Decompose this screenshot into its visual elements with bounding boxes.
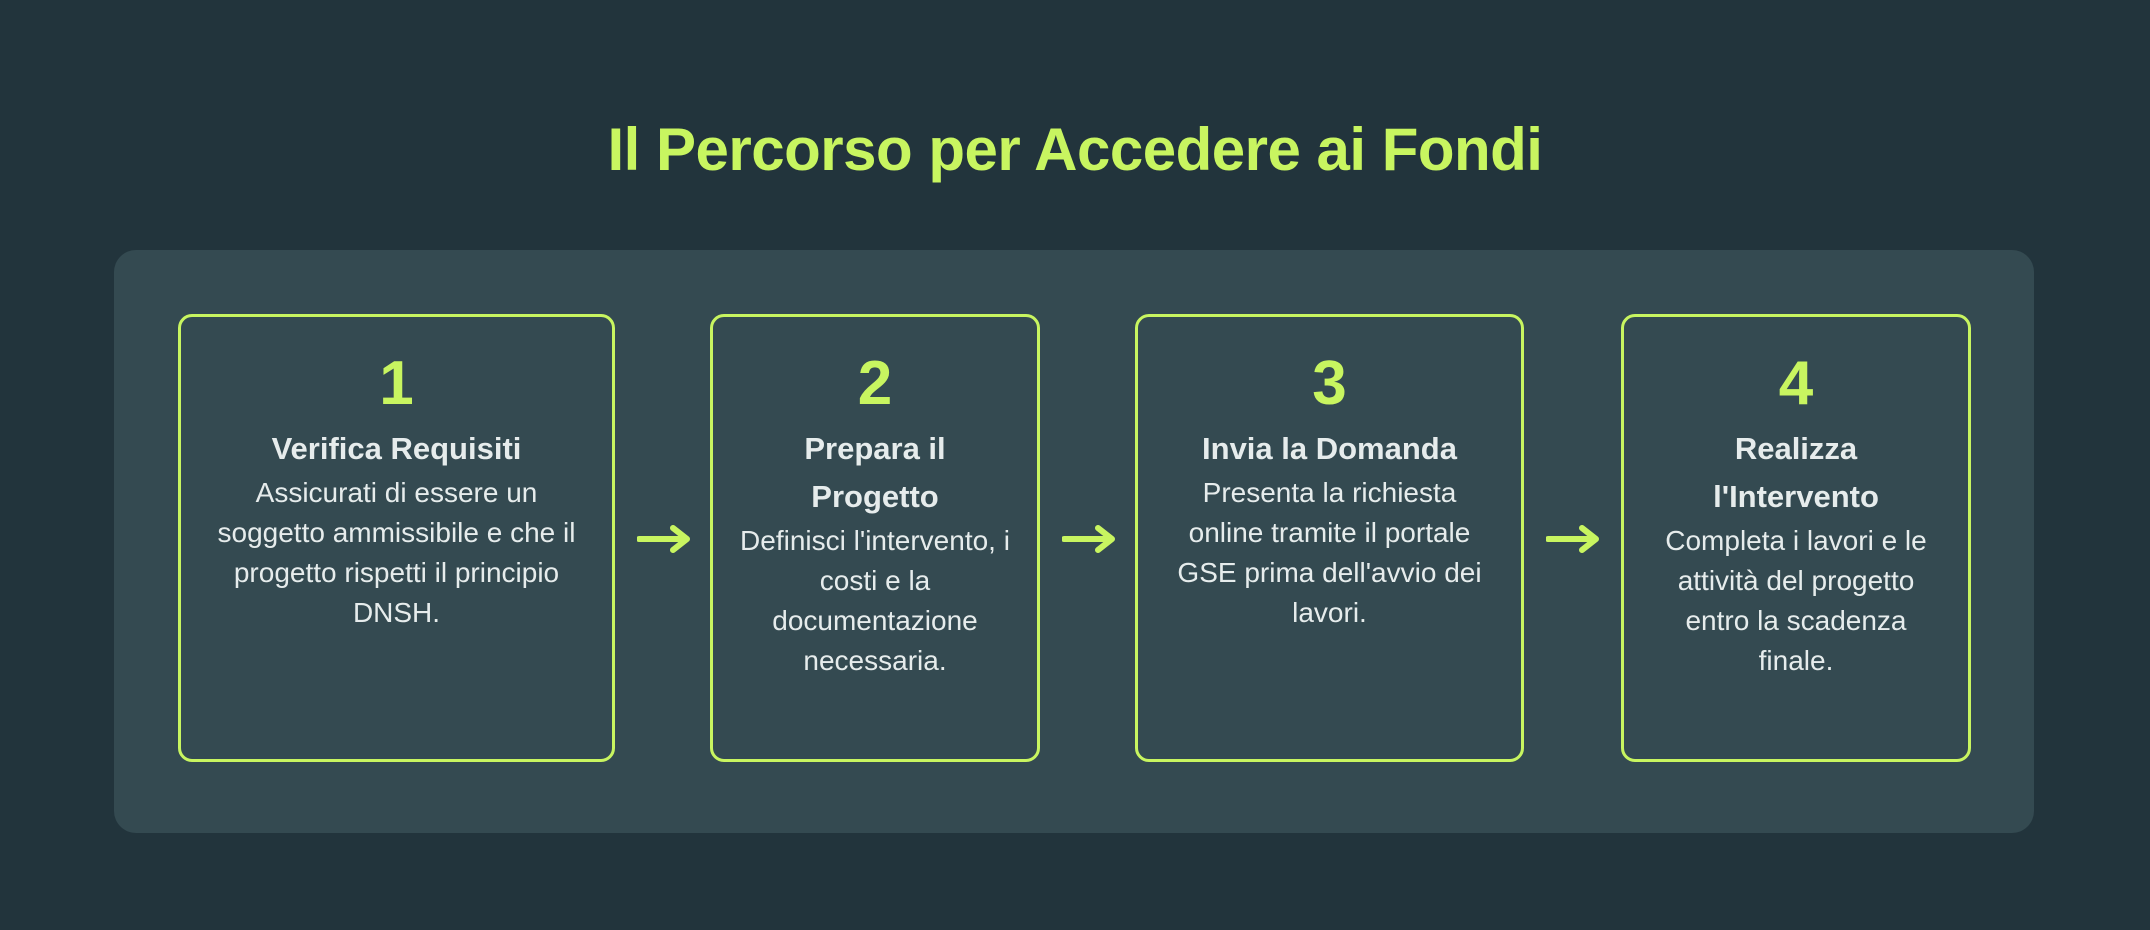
step-description: Presenta la richiesta online tramite il … [1177,477,1482,628]
page-title: Il Percorso per Accedere ai Fondi [607,116,1543,183]
step-description: Definisci l'intervento, i costi e la doc… [740,525,1010,676]
step-description: Assicurati di essere un soggetto ammissi… [217,477,576,628]
step-number: 4 [1778,349,1814,418]
step-number: 2 [857,349,893,418]
step-card-3: 3 Invia la Domanda Presenta la richiesta… [1135,314,1524,762]
step-title: Realizza l'Intervento [1713,431,1879,514]
step-number: 3 [1312,349,1347,418]
arrow-right-icon [1062,525,1115,553]
arrow-right-icon [637,525,690,553]
step-card-1: 1 Verifica Requisiti Assicurati di esser… [178,314,615,762]
step-title: Invia la Domanda [1202,431,1457,466]
step-number: 1 [379,349,414,418]
step-title: Prepara il Progetto [804,431,946,514]
step-title: Verifica Requisiti [271,431,522,466]
steps-panel: 1 Verifica Requisiti Assicurati di esser… [114,250,2034,833]
step-description: Completa i lavori e le attività del prog… [1665,525,1927,676]
arrow-right-icon [1546,525,1599,553]
step-card-2: 2 Prepara il Progetto Definisci l'interv… [710,314,1040,762]
step-card-4: 4 Realizza l'Intervento Completa i lavor… [1621,314,1971,762]
